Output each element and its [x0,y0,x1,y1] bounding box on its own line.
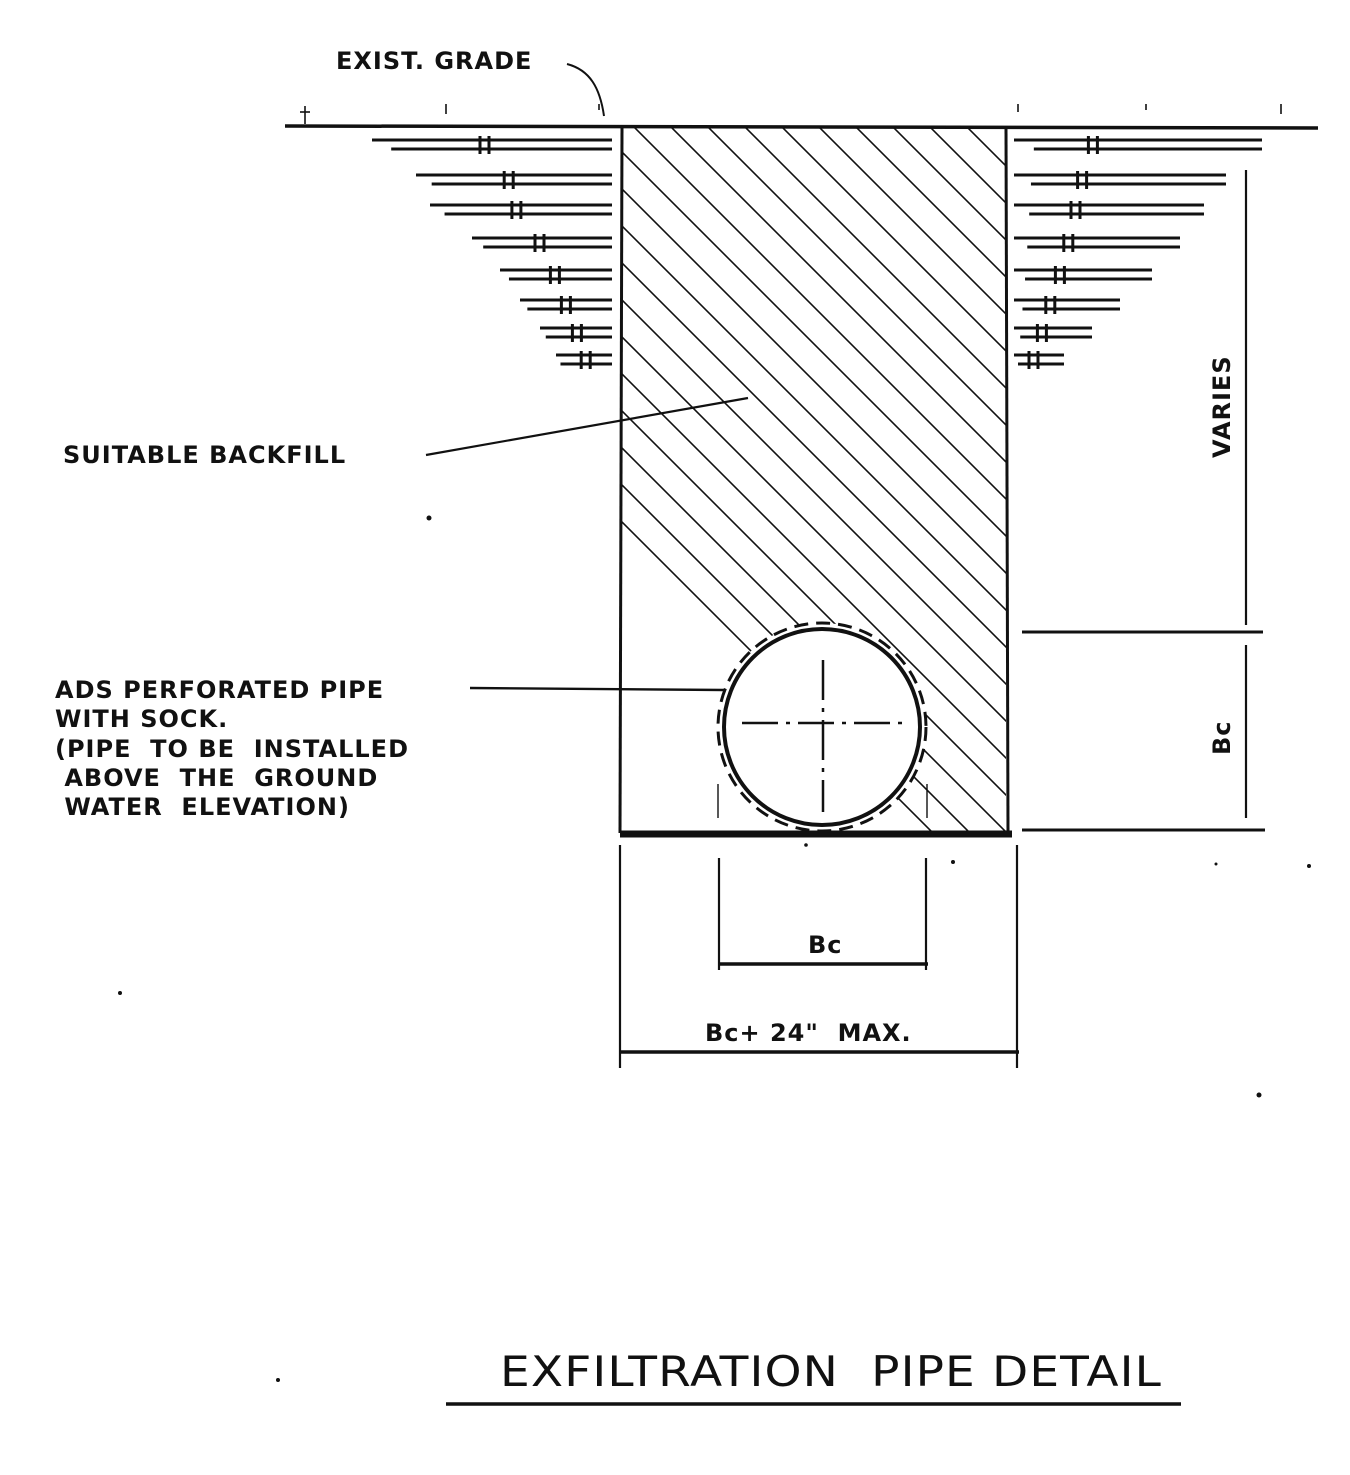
grade-ticks [300,104,1282,124]
varies-dimension [1022,170,1263,634]
scan-specks [118,515,1311,1382]
backfill-leader [425,396,749,457]
soil-symbol-row [556,351,612,369]
bc-horizontal-label: Bc [808,931,843,959]
soil-symbol-row [1014,266,1152,284]
trench-left-wall [618,127,624,834]
pipe-note-line-2: WITH SOCK. [55,705,228,733]
soil-symbol-row [372,136,612,154]
hatch-line [622,298,1006,686]
pipe-note-line-1: ADS PERFORATED PIPE [55,676,384,704]
hatch-line [892,128,1006,242]
hatch-line [744,128,1006,390]
existing-grade-line [284,124,1319,130]
hatch-line [929,128,1006,205]
trench-width-dimension [618,845,1019,1068]
hatch-line [1321,0,1350,1000]
backfill-hatching [622,0,1350,1000]
perforated-pipe [716,621,928,833]
soil-symbol-row [1014,351,1064,369]
hatch-line [855,128,1006,279]
pipe-note-line-3: (PIPE TO BE INSTALLED [55,735,409,763]
soil-symbol-row [520,296,612,314]
hatch-line [622,409,1006,797]
hatch-line [707,128,1006,427]
hatch-line [818,128,1006,316]
hatch-line [781,128,1006,353]
hatch-line [622,335,1006,723]
soil-symbol-row [540,324,612,342]
suitable-backfill-label: SUITABLE BACKFILL [63,441,346,469]
pipe-note-line-4: ABOVE THE GROUND [55,764,378,792]
hatch-line [1247,0,1350,1000]
hatch-line [622,372,1006,760]
trench-width-label: Bc+ 24" MAX. [705,1019,912,1047]
pipe-sock [716,621,928,833]
drawing-title: EXFILTRATION PIPE DETAIL [500,1347,1162,1396]
trench-right-wall [1004,127,1010,834]
pipe-note-line-5: WATER ELEVATION) [55,793,350,821]
soil-symbol-row [1014,201,1204,219]
bc-vertical-label: Bc [1208,720,1236,755]
hatch-line [670,128,1006,464]
soil-symbol-row [1014,234,1180,252]
soil-symbol-row [1014,296,1120,314]
varies-label: VARIES [1208,355,1236,458]
soil-symbol-row [472,234,612,252]
pipe-note: ADS PERFORATED PIPE WITH SOCK. (PIPE TO … [55,676,409,821]
soil-symbol-row [430,201,612,219]
bc-vertical-dimension [1022,645,1265,832]
hatch-line [1284,0,1350,1000]
bc-horizontal-dimension [717,858,928,970]
exist-grade-leader [566,63,605,117]
hatch-line [622,150,1006,538]
soil-symbol-row [1014,171,1226,189]
hatch-line [622,224,1006,612]
undisturbed-soil-right [1014,136,1262,369]
pipe-note-leader [469,686,725,692]
soil-symbol-row [416,171,612,189]
exist-grade-label: EXIST. GRADE [336,47,532,75]
hatch-line [622,187,1006,575]
hatch-line [622,446,1006,833]
soil-symbol-row [1014,324,1092,342]
hatch-line [622,261,1006,649]
soil-symbol-row [1014,136,1262,154]
undisturbed-soil-left [372,136,612,369]
hatch-line [633,128,1006,501]
pipe-bedding-ticks [717,784,928,818]
soil-symbol-row [500,266,612,284]
hatch-line [622,483,972,833]
